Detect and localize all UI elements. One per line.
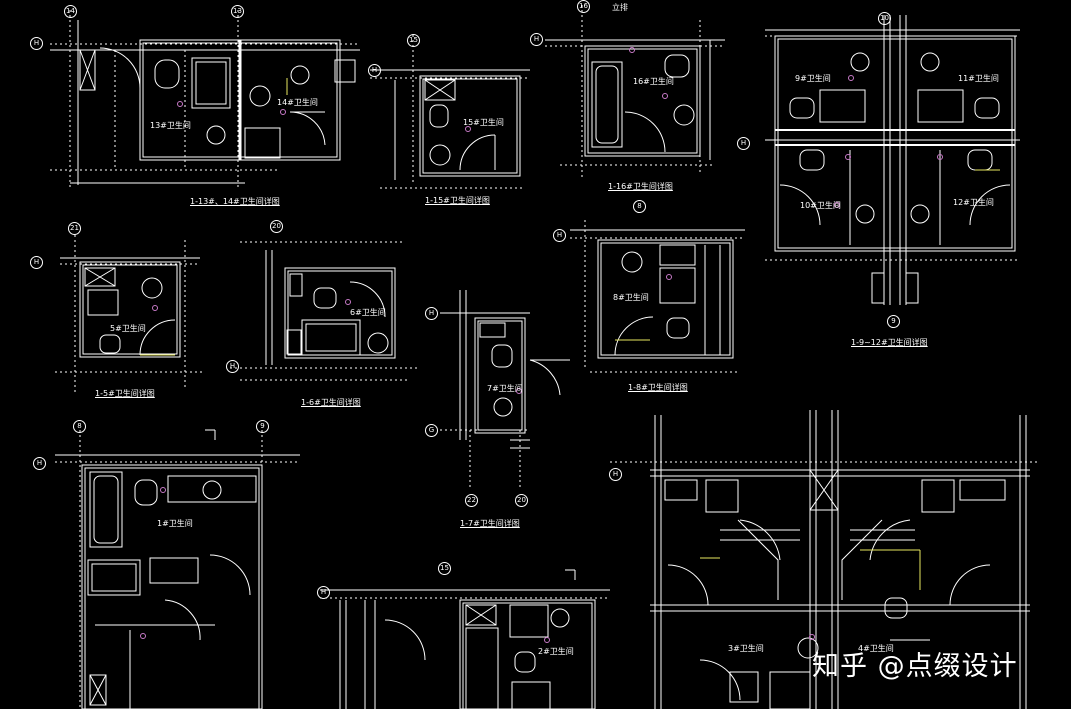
plan-6 <box>230 241 420 381</box>
axis-bubble: H <box>317 586 330 599</box>
watermark: 知乎 @点缀设计 <box>812 651 1018 682</box>
caption-7: 1-7#卫生间详图 <box>460 519 520 528</box>
fixture-marks <box>140 47 943 643</box>
axis-bubble: 13 <box>231 5 244 18</box>
axis-bubble: 16 <box>577 0 590 13</box>
caption-6: 1-6#卫生间详图 <box>301 398 361 407</box>
axis-bubble: H <box>30 37 43 50</box>
plan-13-14 <box>50 10 360 190</box>
axis-bubble: 10 <box>878 12 891 25</box>
axis-bubble: H <box>425 307 438 320</box>
axis-bubble: H <box>368 64 381 77</box>
room-label-3: 3#卫生间 <box>728 644 764 653</box>
axis-bubble: 15 <box>438 562 451 575</box>
caption-9-12: 1-9~12#卫生间详图 <box>851 338 928 347</box>
plan-9-12 <box>765 15 1020 305</box>
plan-15 <box>370 35 530 189</box>
plan-5 <box>55 235 205 395</box>
room-label-14: 14#卫生间 <box>277 98 318 107</box>
plan-16 <box>545 5 725 180</box>
axis-bubble: H <box>33 457 46 470</box>
caption-5: 1-5#卫生间详图 <box>95 389 155 398</box>
axis-bubble: 8 <box>633 200 646 213</box>
axis-bubble: 15 <box>407 34 420 47</box>
plan-1 <box>55 429 300 709</box>
axis-bubble: 20 <box>515 494 528 507</box>
axis-bubble: H <box>30 256 43 269</box>
room-label-10: 10#卫生间 <box>800 201 841 210</box>
axis-bubble: 8 <box>73 420 86 433</box>
accent-lines <box>140 78 1000 559</box>
room-label-5: 5#卫生间 <box>110 324 146 333</box>
plan-3-4 <box>610 410 1040 709</box>
room-label-6: 6#卫生间 <box>350 308 386 317</box>
axis-bubble: 22 <box>465 494 478 507</box>
axis-bubble: 9 <box>256 420 269 433</box>
room-label-16: 16#卫生间 <box>633 77 674 86</box>
axis-bubble: H <box>737 137 750 150</box>
axis-bubble: 20 <box>270 220 283 233</box>
caption-16: 1-16#卫生间详图 <box>608 182 673 191</box>
room-label-9: 9#卫生间 <box>795 74 831 83</box>
axis-bubble: 21 <box>68 222 81 235</box>
axis-bubble: H <box>530 33 543 46</box>
riser-note: 立排 <box>612 3 628 12</box>
plan-7 <box>440 290 570 490</box>
caption-8: 1-8#卫生间详图 <box>628 383 688 392</box>
axis-bubble: G <box>425 424 438 437</box>
room-label-12: 12#卫生间 <box>953 198 994 207</box>
room-label-8: 8#卫生间 <box>613 293 649 302</box>
axis-bubble: 9 <box>887 315 900 328</box>
axis-bubble: H <box>553 229 566 242</box>
room-label-1: 1#卫生间 <box>157 519 193 528</box>
room-label-7: 7#卫生间 <box>487 384 523 393</box>
room-label-13: 13#卫生间 <box>150 121 191 130</box>
room-label-2: 2#卫生间 <box>538 647 574 656</box>
caption-15: 1-15#卫生间详图 <box>425 196 490 205</box>
plan-8 <box>570 220 745 373</box>
room-label-15: 15#卫生间 <box>463 118 504 127</box>
axis-bubble: H <box>609 468 622 481</box>
plan-2 <box>320 569 610 709</box>
axis-bubble: H <box>226 360 239 373</box>
caption-13-14: 1-13#、14#卫生间详图 <box>190 197 280 206</box>
room-label-4: 4#卫生间 <box>858 644 894 653</box>
room-label-11: 11#卫生间 <box>958 74 999 83</box>
axis-bubble: 14 <box>64 5 77 18</box>
